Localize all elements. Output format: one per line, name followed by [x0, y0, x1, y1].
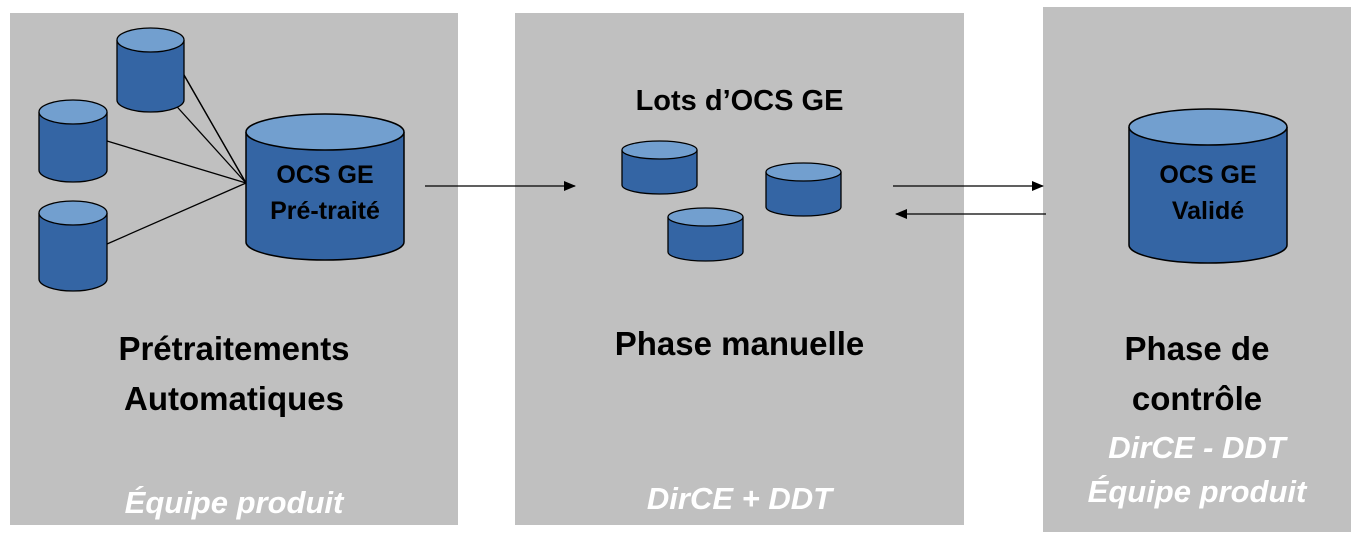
connector-line [183, 74, 247, 184]
main-database-label-line2: Pré-traité [270, 197, 380, 225]
validated-database-label-line1: OCS GE [1159, 161, 1257, 189]
validated-database-label-line2: Validé [1171, 197, 1245, 225]
team-label: Équipe produit [1087, 474, 1307, 509]
team-labels: DirCE - DDT Équipe produit [1043, 426, 1351, 514]
database-cylinder-icon [667, 207, 744, 262]
connector-line [106, 182, 247, 245]
panel-phase-controle [1043, 7, 1351, 532]
phase-title-controle: Phase de contrôle [1043, 324, 1351, 424]
phase-title-line2: Automatiques [123, 380, 344, 417]
phase-title-pretraitements: Prétraitements Automatiques [10, 324, 458, 424]
main-database-cylinder-icon [245, 113, 405, 261]
validated-database-label: OCS GE Validé [1129, 157, 1287, 229]
validated-database-cylinder-icon [1128, 108, 1288, 264]
main-database-label: OCS GE Pré-traité [246, 157, 404, 229]
database-cylinder-icon [38, 99, 108, 183]
batches-heading: Lots d’OCS GE [635, 85, 844, 117]
panel-phase-manuelle [515, 13, 964, 525]
database-cylinder-icon [38, 200, 108, 292]
database-cylinder-icon [116, 27, 185, 113]
main-database-label-line1: OCS GE [276, 161, 374, 189]
phase-title-manuelle: Phase manuelle [614, 325, 865, 362]
database-cylinder-icon [765, 162, 842, 217]
connector-line [169, 98, 247, 184]
connector-line [106, 140, 247, 184]
team-label: DirCE - DDT [1108, 430, 1286, 465]
database-cylinder-icon [621, 140, 698, 195]
phase-title-line1: Phase de [1124, 330, 1270, 367]
phase-title-line1: Prétraitements [118, 330, 350, 367]
team-label: Équipe produit [124, 485, 344, 520]
team-label: DirCE + DDT [646, 481, 833, 516]
phase-title-line2: contrôle [1131, 380, 1263, 417]
